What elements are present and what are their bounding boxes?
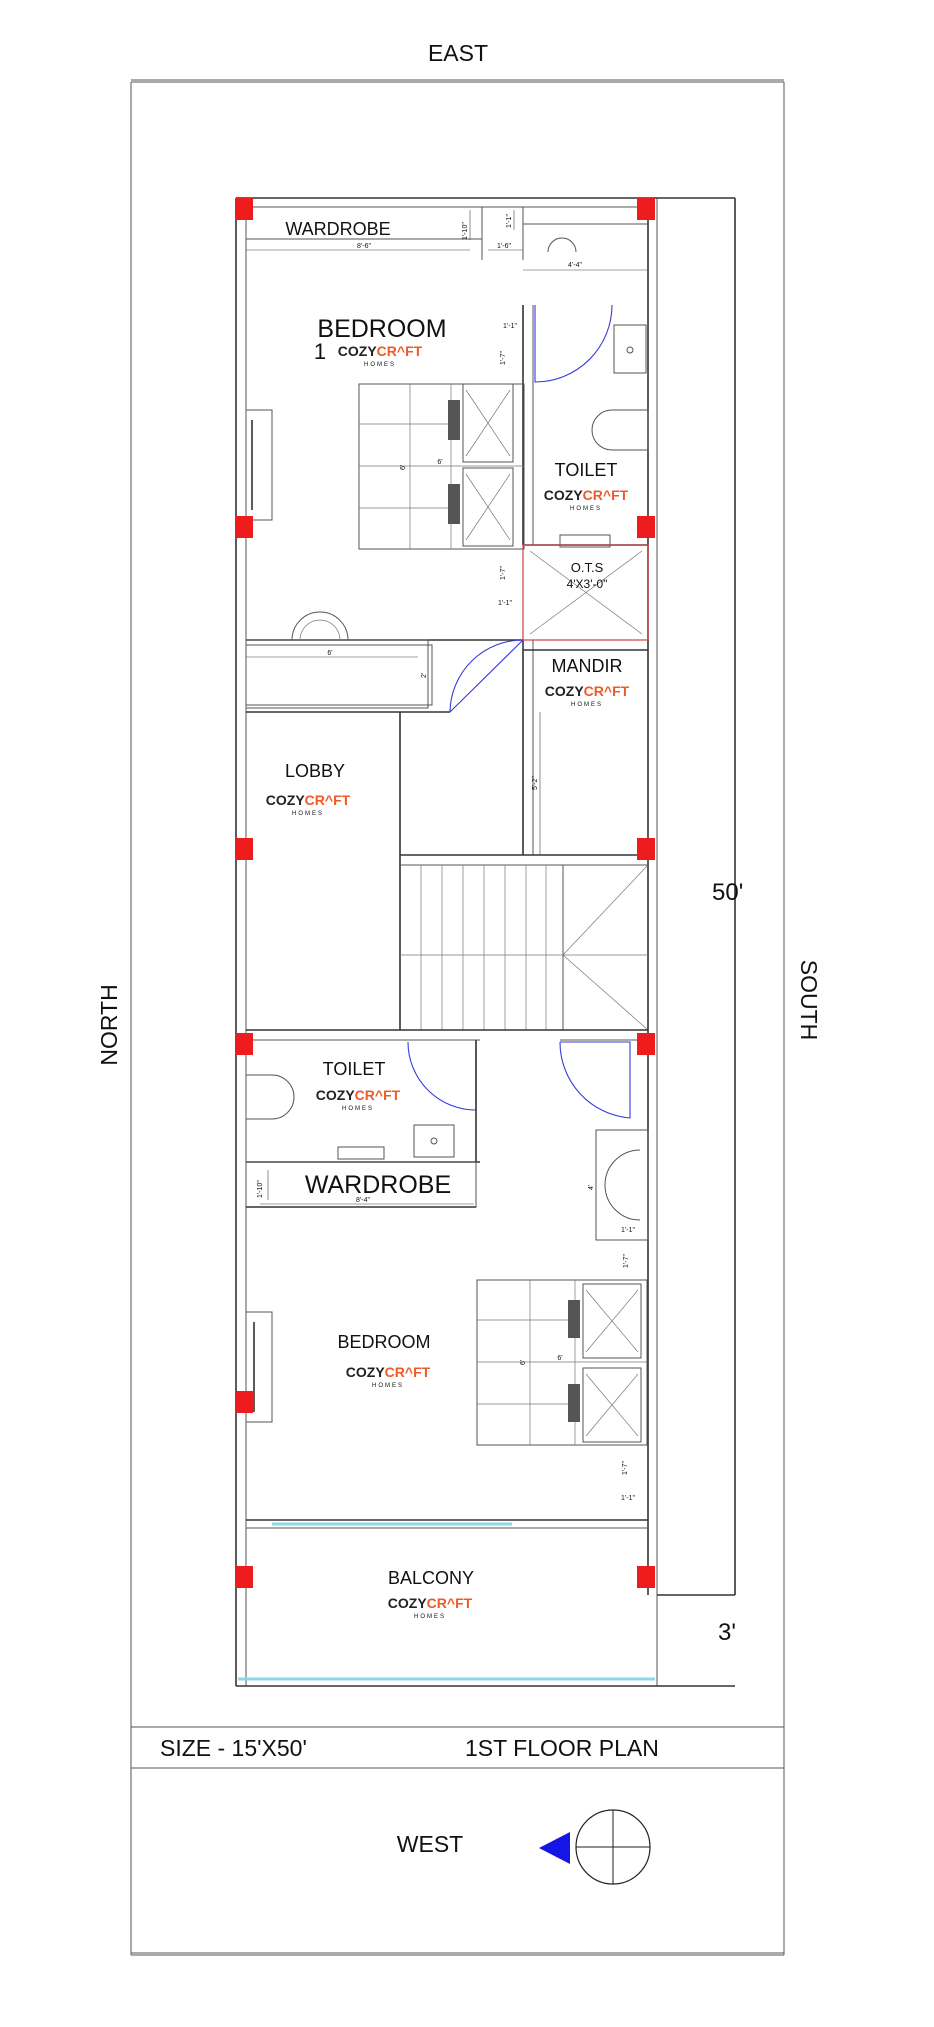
svg-text:HOMES: HOMES [571, 702, 603, 708]
toilet2-wc [245, 1074, 295, 1120]
svg-text:HOMES: HOMES [414, 1614, 446, 1620]
direction-east: EAST [428, 40, 488, 66]
brand-logo: COZYCR^FT HOMES [266, 792, 351, 817]
balcony-walls [238, 1519, 655, 1681]
room-label-lobby: LOBBY [285, 761, 345, 781]
columns [235, 198, 655, 1588]
toilet1-sink [559, 534, 611, 548]
dim-label: 1'-1" [498, 600, 512, 607]
dim-label: 1'-7" [500, 351, 507, 365]
room-label-ots: O.T.S [571, 560, 604, 575]
dim-label: 1'-7" [623, 1254, 630, 1268]
arrow-west-icon [539, 1832, 570, 1864]
dim-label: 4' [588, 1185, 595, 1190]
bed-2 [476, 1279, 648, 1446]
window-bedroom2 [245, 1311, 273, 1423]
direction-west: WEST [397, 1831, 463, 1857]
room-label-balcony: BALCONY [388, 1568, 474, 1588]
direction-south: SOUTH [796, 960, 822, 1041]
brand-logo: COZYCR^FT HOMES [346, 1364, 431, 1389]
dim-label: 5'-2" [532, 776, 539, 790]
svg-text:HOMES: HOMES [364, 362, 396, 368]
svg-text:COZYCR^FT: COZYCR^FT [338, 343, 423, 359]
dim-label: 6' [437, 459, 442, 466]
compass-icon [575, 1809, 651, 1885]
room-label-mandir: MANDIR [552, 656, 623, 676]
room-label-toilet1: TOILET [555, 460, 618, 480]
ots-shaft [522, 544, 649, 641]
brand-logo: COZYCR^FT HOMES [316, 1087, 401, 1112]
dim-label: 1'-1" [621, 1495, 635, 1502]
dim-label: 2' [421, 673, 428, 678]
dim-label: 1'-10" [257, 1180, 264, 1198]
dim-label: 8'-6" [357, 243, 371, 250]
toilet1-wc [591, 409, 649, 451]
room-label-toilet2: TOILET [323, 1059, 386, 1079]
chair [291, 611, 349, 641]
brand-logo: COZYCR^FT HOMES [338, 343, 423, 368]
svg-text:COZYCR^FT: COZYCR^FT [316, 1087, 401, 1103]
door-toilet1 [534, 304, 613, 383]
dim-setback-label: 3' [718, 1619, 736, 1646]
dim-label: 8'-4" [356, 1197, 370, 1204]
staircase [400, 864, 649, 1031]
direction-north: NORTH [96, 984, 122, 1065]
svg-text:HOMES: HOMES [372, 1383, 404, 1389]
dim-label: 1'-10" [462, 222, 469, 240]
desk [245, 644, 433, 706]
plan-title: 1ST FLOOR PLAN [465, 1735, 659, 1761]
dim-label: 6' [557, 1355, 562, 1362]
wardrobe-top [245, 206, 648, 271]
toilet2-sink [413, 1124, 455, 1158]
svg-text:COZYCR^FT: COZYCR^FT [266, 792, 351, 808]
room-label-ots-size: 4'X3'-0" [567, 577, 608, 591]
dim-label: 1'-1" [503, 323, 517, 330]
room-label-bedroom1: BEDROOM [317, 315, 446, 343]
window-bedroom1 [245, 409, 273, 521]
svg-text:HOMES: HOMES [570, 506, 602, 512]
dim-label: 6' [520, 1360, 527, 1365]
dim-label: 1'-7" [500, 566, 507, 580]
door-toilet2 [407, 1041, 477, 1111]
door-bedroom2 [559, 1041, 631, 1119]
svg-text:HOMES: HOMES [342, 1106, 374, 1112]
dim-label: 6' [327, 650, 332, 657]
brand-logo: COZYCR^FT HOMES [545, 683, 630, 708]
outer-walls [235, 197, 736, 1687]
dim-label: 1'-1" [506, 214, 513, 228]
toilet2-basin [337, 1146, 385, 1160]
dim-label: 1'-7" [622, 1461, 629, 1475]
door-bedroom1 [449, 639, 524, 713]
dim-label: 4'-4" [568, 262, 582, 269]
bed-1 [358, 383, 525, 550]
room-label-wardrobe2: WARDROBE [305, 1171, 451, 1199]
dim-length-label: 50' [712, 879, 743, 906]
dim-label: 1'-1" [621, 1227, 635, 1234]
brand-logo: COZYCR^FT HOMES [388, 1595, 473, 1620]
svg-text:COZYCR^FT: COZYCR^FT [346, 1364, 431, 1380]
tv-unit [595, 1129, 649, 1241]
room-label-bedroom2: BEDROOM [337, 1332, 430, 1352]
svg-text:COZYCR^FT: COZYCR^FT [388, 1595, 473, 1611]
svg-text:COZYCR^FT: COZYCR^FT [545, 683, 630, 699]
room-label-wardrobe-top: WARDROBE [285, 219, 390, 239]
toilet1-basin [613, 324, 647, 374]
plan-size-label: SIZE - 15'X50' [160, 1735, 307, 1761]
sheet-frame [130, 79, 785, 1956]
brand-logo: COZYCR^FT HOMES [544, 487, 629, 512]
svg-text:COZYCR^FT: COZYCR^FT [544, 487, 629, 503]
dim-label: 1'-6" [497, 243, 511, 250]
dim-label: 6' [400, 465, 407, 470]
wardrobe-2 [245, 1161, 477, 1208]
svg-text:HOMES: HOMES [292, 811, 324, 817]
room-label-bedroom1-number: 1 [314, 339, 326, 364]
